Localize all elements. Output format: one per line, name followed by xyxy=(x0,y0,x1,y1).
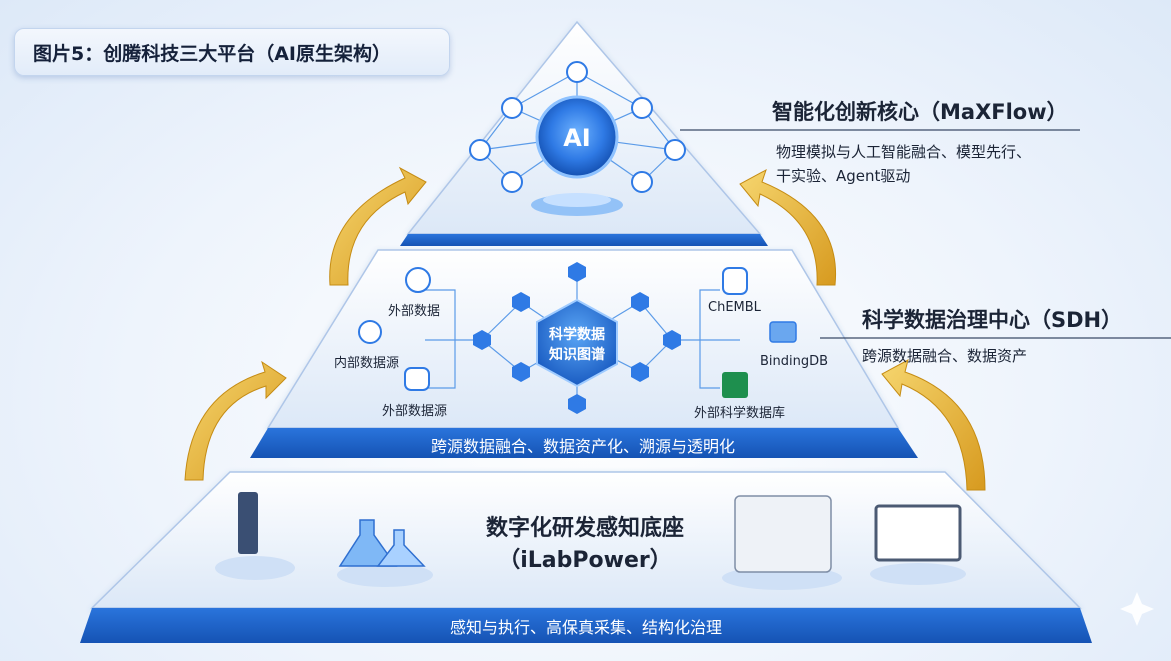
brain-icon xyxy=(664,139,686,161)
microscope-pedestal xyxy=(215,556,295,580)
sparkle-icon xyxy=(1120,592,1154,626)
hub-label-line1: 科学数据 xyxy=(549,327,605,343)
figure-title-text: 图片5：创腾科技三大平台（AI原生架构） xyxy=(33,42,391,65)
source-external-data: 外部数据 xyxy=(388,304,441,319)
arrow-right-lower xyxy=(881,359,986,491)
server-node-icon xyxy=(568,394,586,414)
search-icon xyxy=(358,320,382,344)
bottom-band-text: 感知与执行、高保真采集、结构化治理 xyxy=(449,618,722,637)
analyzer-instrument-icon xyxy=(734,495,832,573)
arrow-right-upper xyxy=(739,168,837,286)
beaker-icon xyxy=(376,529,426,567)
source-external-source: 外部数据源 xyxy=(382,404,448,419)
middle-layer-desc: 跨源数据融合、数据资产 xyxy=(862,347,1028,365)
user-icon xyxy=(501,171,523,193)
top-layer-desc-line2: 干实验、Agent驱动 xyxy=(776,167,911,185)
database-node-icon xyxy=(473,330,491,350)
source-bindingdb: BindingDB xyxy=(760,354,829,369)
arrow-left-upper xyxy=(329,166,427,286)
middle-layer-title: 科学数据治理中心（SDH） xyxy=(862,308,1123,332)
knowledge-graph-hub xyxy=(536,298,618,388)
network-node-icon xyxy=(512,292,530,312)
robot-icon xyxy=(566,61,588,83)
source-chembl: ChEMBL xyxy=(708,300,761,315)
gear-node-icon xyxy=(631,362,649,382)
middle-band xyxy=(250,428,918,458)
ai-node-icons xyxy=(469,61,686,193)
bottom-layer-title-line2: （iLabPower） xyxy=(498,548,672,573)
microscope-icon xyxy=(238,492,258,554)
source-icons xyxy=(358,267,797,398)
globe-icon xyxy=(405,267,431,293)
source-external-sci-db: 外部科学数据库 xyxy=(694,406,786,421)
bottom-band xyxy=(80,608,1092,643)
middle-band-text: 跨源数据融合、数据资产化、溯源与透明化 xyxy=(430,437,735,456)
ai-core: AI xyxy=(531,95,623,216)
bottom-layer-title-line1: 数字化研发感知底座 xyxy=(485,516,684,541)
user-icon xyxy=(631,97,653,119)
monitor-pedestal xyxy=(870,563,966,585)
network-node-icon xyxy=(568,262,586,282)
user-icon xyxy=(631,171,653,193)
figure-title: 图片5：创腾科技三大平台（AI原生架构） xyxy=(14,28,450,76)
database-node-icon xyxy=(631,292,649,312)
hub-label-line2: 知识图谱 xyxy=(549,347,605,363)
database-icon xyxy=(722,267,748,295)
user-icon xyxy=(501,97,523,119)
gold-arrows xyxy=(184,166,986,491)
monitor-icon xyxy=(874,504,962,562)
layers-icon xyxy=(769,321,797,343)
ai-badge: AI xyxy=(563,124,591,152)
document-node-icon xyxy=(512,362,530,382)
kg-node-icons xyxy=(473,262,681,414)
lab-equipment xyxy=(215,492,966,590)
database-icon xyxy=(404,367,430,391)
glassware-pedestal xyxy=(337,563,433,587)
ai-brain-icon xyxy=(535,95,619,179)
search-node-icon xyxy=(663,330,681,350)
arrow-left-lower xyxy=(184,360,287,481)
top-layer-desc-line1: 物理模拟与人工智能融合、模型先行、 xyxy=(776,143,1032,161)
top-layer-title: 智能化创新核心（MaXFlow） xyxy=(772,100,1068,124)
brain-icon xyxy=(469,139,491,161)
excel-icon xyxy=(722,372,748,398)
source-internal-data: 内部数据源 xyxy=(334,356,400,371)
